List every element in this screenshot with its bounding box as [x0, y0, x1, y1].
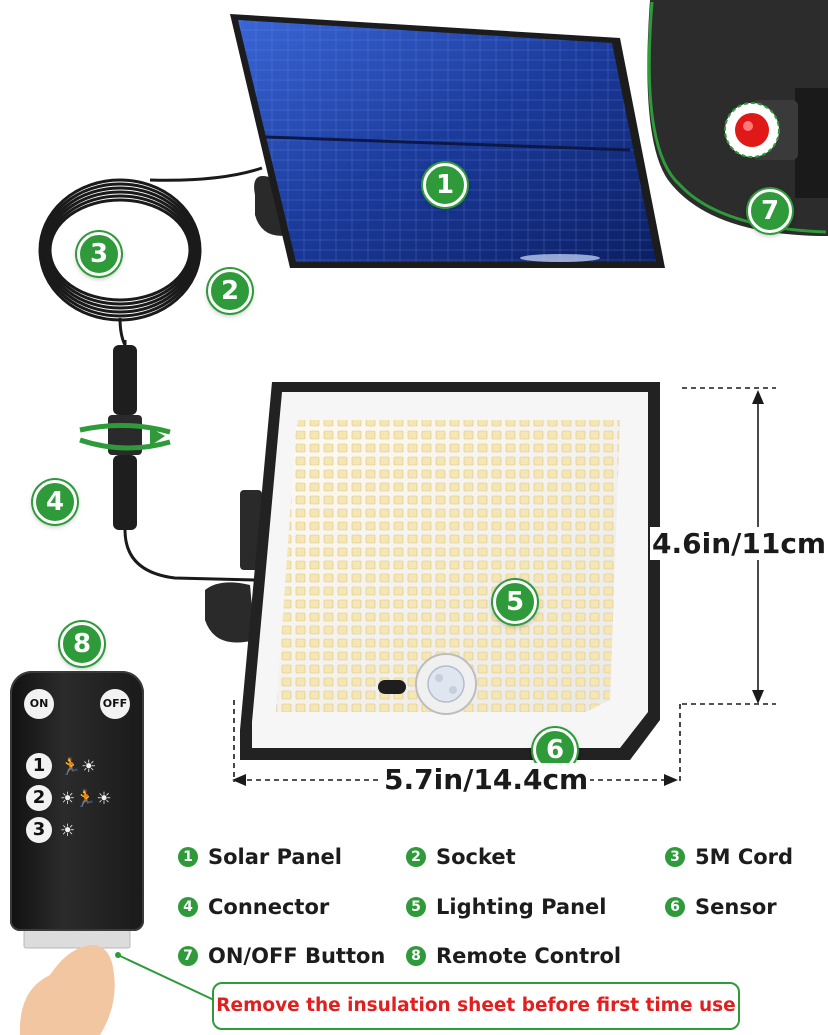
legend-number: 7 — [178, 946, 198, 966]
remote-off-button[interactable]: OFF — [100, 689, 130, 719]
height-dimension-label: 4.6in/11cm — [650, 527, 828, 560]
legend-number: 6 — [665, 897, 685, 917]
connector — [79, 340, 256, 582]
badge-lighting-panel: 5 — [493, 580, 537, 624]
legend-label: 5M Cord — [695, 845, 794, 869]
legend-item: 8 Remote Control — [406, 944, 621, 968]
legend-number: 2 — [406, 847, 426, 867]
remote-control: ON OFF 1 🏃☀ 2 ☀🏃☀ 3 ☀ — [10, 671, 144, 931]
badge-cord: 3 — [77, 232, 121, 276]
solar-panel — [230, 14, 665, 268]
legend-number: 4 — [178, 897, 198, 917]
legend-label: Remote Control — [436, 944, 622, 968]
badge-connector: 4 — [33, 480, 77, 524]
badge-socket: 2 — [208, 269, 252, 313]
mode-3-icons: ☀ — [60, 821, 76, 841]
legend-label: Connector — [208, 895, 330, 919]
legend-number: 3 — [665, 847, 685, 867]
remote-mode-2-button[interactable]: 2 — [26, 785, 52, 811]
legend-item: 4 Connector — [178, 895, 329, 919]
insulation-sheet-area — [19, 929, 215, 1035]
remote-mode-1-button[interactable]: 1 — [26, 753, 52, 779]
legend-item: 7 ON/OFF Button — [178, 944, 385, 968]
legend-label: Socket — [436, 845, 516, 869]
legend-label: ON/OFF Button — [208, 944, 386, 968]
legend-item: 6 Sensor — [665, 895, 777, 919]
power-button-inset — [647, 0, 828, 236]
mode-1-icons: 🏃☀ — [60, 757, 97, 777]
legend-label: Sensor — [695, 895, 777, 919]
width-dimension-label: 5.7in/14.4cm — [382, 763, 591, 796]
legend-number: 8 — [406, 946, 426, 966]
legend-item: 2 Socket — [406, 845, 516, 869]
legend-number: 5 — [406, 897, 426, 917]
remote-on-button[interactable]: ON — [24, 689, 54, 719]
legend-item: 5 Lighting Panel — [406, 895, 606, 919]
legend-label: Solar Panel — [208, 845, 342, 869]
legend-item: 1 Solar Panel — [178, 845, 342, 869]
insulation-warning: Remove the insulation sheet before first… — [212, 982, 740, 1030]
mode-2-icons: ☀🏃☀ — [60, 789, 112, 809]
legend-item: 3 5M Cord — [665, 845, 793, 869]
legend-label: Lighting Panel — [436, 895, 607, 919]
badge-remote-control: 8 — [60, 622, 104, 666]
legend-number: 1 — [178, 847, 198, 867]
remote-mode-3-button[interactable]: 3 — [26, 817, 52, 843]
cable-coil — [38, 166, 263, 346]
lighting-panel — [205, 382, 660, 760]
badge-on-off-button: 7 — [748, 189, 792, 233]
badge-solar-panel: 1 — [423, 163, 467, 207]
